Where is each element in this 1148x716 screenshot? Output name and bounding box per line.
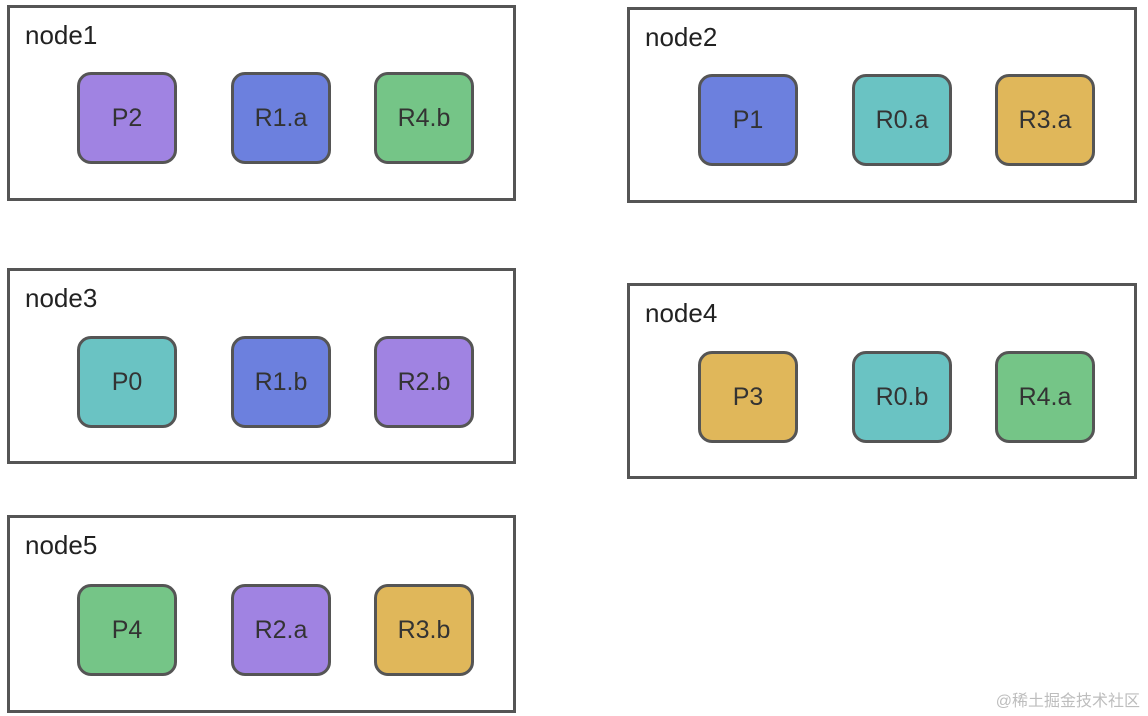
shard-r0a: R0.a: [852, 74, 952, 166]
node-node3: node3 P0 R1.b R2.b: [7, 268, 516, 464]
node-title: node4: [645, 298, 718, 328]
node-title: node5: [25, 530, 98, 560]
shard-r3b: R3.b: [374, 584, 474, 676]
node-title: node3: [25, 283, 98, 313]
shard-r4a: R4.a: [995, 351, 1095, 443]
shard-p1: P1: [698, 74, 798, 166]
shard-r3a: R3.a: [995, 74, 1095, 166]
watermark: @稀土掘金技术社区: [995, 693, 1140, 710]
node-node4: node4 P3 R0.b R4.a: [627, 283, 1137, 479]
node-node5: node5 P4 R2.a R3.b: [7, 515, 516, 713]
shard-r2b: R2.b: [374, 336, 474, 428]
shard-p3: P3: [698, 351, 798, 443]
shard-r4b: R4.b: [374, 72, 474, 164]
node-title: node2: [645, 22, 718, 52]
node-node2: node2 P1 R0.a R3.a: [627, 7, 1137, 203]
shard-r1b: R1.b: [231, 336, 331, 428]
shard-p0: P0: [77, 336, 177, 428]
node-node1: node1 P2 R1.a R4.b: [7, 5, 516, 201]
shard-p4: P4: [77, 584, 177, 676]
shard-p2: P2: [77, 72, 177, 164]
shard-r0b: R0.b: [852, 351, 952, 443]
node-title: node1: [25, 20, 98, 50]
shard-r2a: R2.a: [231, 584, 331, 676]
shard-r1a: R1.a: [231, 72, 331, 164]
